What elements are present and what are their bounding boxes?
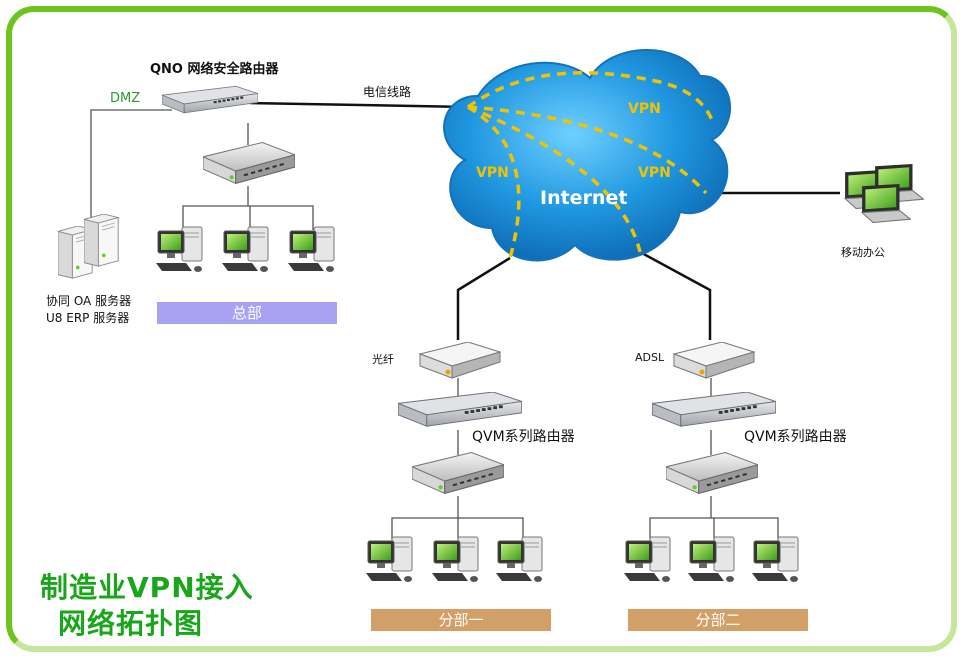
branch1-bar: 分部一 [371,609,551,631]
qvm-router-1 [398,392,522,427]
branch1-pc-3 [495,536,543,583]
branch2-pc-3 [751,536,799,583]
internet-label: Internet [540,187,627,209]
adsl-label: ADSL [635,351,665,364]
telecom-line [249,101,469,109]
branch1-pc-1 [365,536,413,583]
fiber-modem [419,342,501,379]
telecom-line-label: 电信线路 [363,85,412,99]
qvm-router-label-2: QVM系列路由器 [744,429,847,445]
hq-pc-3 [287,226,335,273]
mobile-office-label: 移动办公 [841,246,885,259]
branch2-pc-1 [623,536,671,583]
qno-router-device [162,85,258,114]
vpn-label-top: VPN [628,101,661,117]
vpn-label-right: VPN [638,165,671,181]
diagram-frame [6,6,957,652]
branch2-uplink [639,250,712,340]
vpn-label-left: VPN [476,165,509,181]
branch1-pc-2 [431,536,479,583]
qvm-router-2 [652,392,776,427]
server-label-2: U8 ERP 服务器 [46,311,130,325]
vpn-tunnels [466,71,714,259]
branch2-pc-2 [687,536,735,583]
server-icon [84,214,119,267]
fiber-label: 光纤 [372,353,394,366]
qno-router-label: QNO 网络安全路由器 [150,62,279,77]
branch2-switch [666,452,758,495]
internet-cloud [443,49,732,262]
branch1-switch [412,452,504,495]
server-label-1: 协同 OA 服务器 [46,294,132,308]
hq-pc-2 [221,226,269,273]
headquarters-bar: 总部 [157,302,337,324]
qvm-router-label-1: QVM系列路由器 [472,429,575,445]
branch2-bar: 分部二 [628,609,808,631]
hq-switch [203,142,295,185]
branch1-uplink [456,256,511,340]
dmz-line [90,109,172,232]
hq-pc-1 [155,226,203,273]
diagram-title-line1: 制造业VPN接入 [40,571,254,604]
adsl-modem [673,342,755,379]
diagram-title-line2: 网络拓扑图 [58,607,204,640]
dmz-label: DMZ [110,91,141,106]
